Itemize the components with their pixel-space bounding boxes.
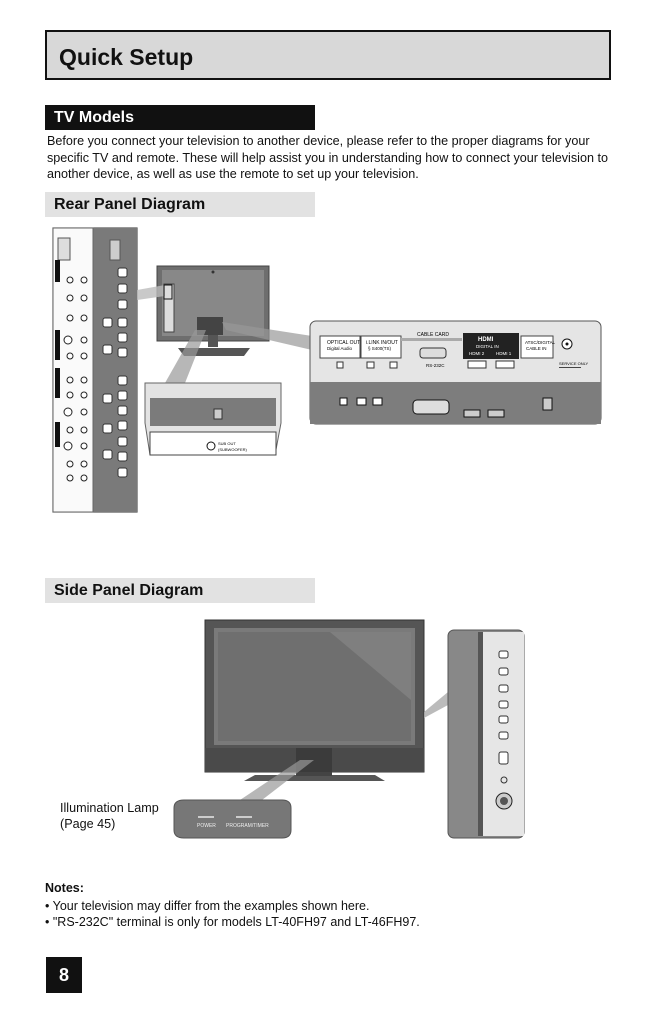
hdmi2-label: HDMI 2 bbox=[469, 351, 485, 356]
section-title: TV Models bbox=[54, 109, 135, 126]
ilink-label: i.LINK IN/OUT bbox=[366, 340, 398, 346]
hdmi-logo: HDMI bbox=[478, 337, 494, 343]
section-header-side-panel: Side Panel Diagram bbox=[45, 578, 315, 603]
rear-side-strip bbox=[52, 227, 138, 513]
illumination-lamp-page-ref: (Page 45) bbox=[60, 817, 116, 831]
atsc-label: ATSC/DIGITAL bbox=[525, 340, 556, 345]
section-header-rear-panel: Rear Panel Diagram bbox=[45, 192, 315, 217]
subwoofer-label: (SUBWOOFER) bbox=[218, 447, 248, 452]
illumination-lamp-caption: Illumination Lamp (Page 45) bbox=[60, 800, 159, 832]
sub-out-label: SUB OUT bbox=[218, 441, 236, 446]
cable-card-label: CABLE CARD bbox=[417, 332, 449, 338]
section-title: Side Panel Diagram bbox=[54, 582, 204, 599]
ilink-sub-label: § S400(TS) bbox=[368, 346, 392, 351]
note-item: • "RS-232C" terminal is only for models … bbox=[45, 915, 420, 929]
digital-audio-label: Digital Audio bbox=[327, 346, 353, 351]
notes-heading: Notes: bbox=[45, 881, 84, 895]
intro-paragraph: Before you connect your television to an… bbox=[47, 134, 608, 181]
section-title: Rear Panel Diagram bbox=[54, 196, 206, 213]
main-connector-panel: OPTICAL OUT Digital Audio i.LINK IN/OUT … bbox=[309, 320, 602, 425]
optical-out-label: OPTICAL OUT bbox=[327, 340, 360, 346]
cable-in-label: CABLE IN bbox=[526, 346, 547, 351]
hdmi1-label: HDMI 1 bbox=[496, 351, 512, 356]
digital-in-label: DIGITAL IN bbox=[476, 344, 499, 349]
tv-rear-view bbox=[156, 265, 270, 356]
illumination-lamp-label: Illumination Lamp bbox=[60, 801, 159, 815]
service-only-label: SERVICE ONLY bbox=[559, 361, 589, 366]
page-title-box: Quick Setup bbox=[45, 30, 611, 80]
page-title: Quick Setup bbox=[59, 44, 194, 70]
page-number: 8 bbox=[46, 957, 82, 993]
rs232c-label: RS-232C bbox=[426, 363, 445, 368]
subwoofer-panel: SUB OUT (SUBWOOFER) bbox=[144, 382, 282, 456]
section-header-tv-models: TV Models bbox=[45, 105, 315, 130]
note-item: • Your television may differ from the ex… bbox=[45, 899, 370, 913]
